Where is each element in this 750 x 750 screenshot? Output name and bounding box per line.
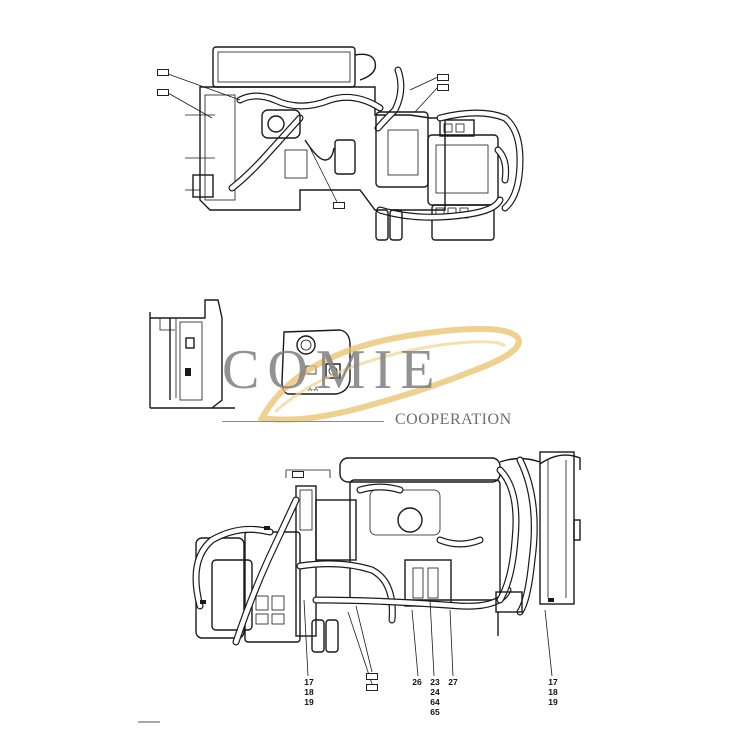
part-tag <box>366 673 378 680</box>
callout-middle-group: 23 24 64 65 <box>427 677 443 717</box>
part-tag <box>366 684 378 691</box>
callout-number: 19 <box>548 697 558 707</box>
callout-right-group: 17 18 19 <box>546 677 560 707</box>
watermark-brand: COMIE <box>222 339 443 401</box>
callout-left-group: 17 18 19 <box>302 677 316 707</box>
watermark-rule <box>222 421 384 422</box>
part-tag <box>157 89 169 96</box>
callout-number: 17 <box>548 677 558 687</box>
callout-number: 18 <box>548 687 558 697</box>
part-tag <box>437 84 449 91</box>
callout-number: 26 <box>412 677 422 687</box>
callout-number: 18 <box>304 687 314 697</box>
part-tag <box>333 202 345 209</box>
callout-number: 27 <box>448 677 458 687</box>
part-tag <box>437 74 449 81</box>
callout-number: 65 <box>430 707 440 717</box>
watermark-tagline: COOPERATION <box>395 411 512 428</box>
callout-number: 24 <box>430 687 440 697</box>
callout-number: 64 <box>430 697 440 707</box>
part-tag <box>292 471 304 478</box>
callout-number: 17 <box>304 677 314 687</box>
callout-number: 23 <box>430 677 440 687</box>
section-mark: A-A <box>308 387 319 393</box>
callout-number: 19 <box>304 697 314 707</box>
part-tag <box>157 69 169 76</box>
